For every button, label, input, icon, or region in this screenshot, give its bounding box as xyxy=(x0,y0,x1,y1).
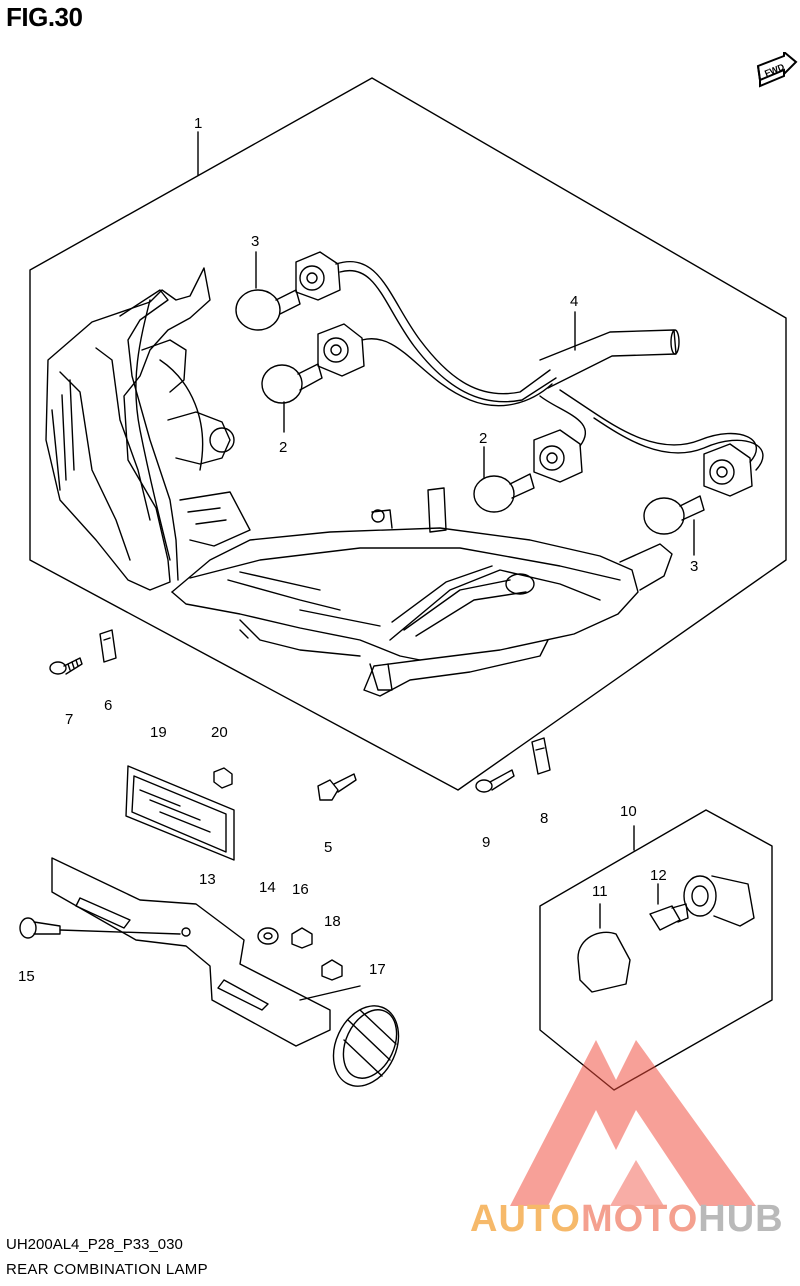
callout-7: 7 xyxy=(65,711,73,728)
callout-18: 18 xyxy=(324,913,341,930)
nut-16 xyxy=(291,927,313,949)
bolt-15 xyxy=(19,917,181,939)
bulb-3-right xyxy=(643,495,705,535)
bulb-socket-right-1 xyxy=(533,429,583,483)
callout-8: 8 xyxy=(540,810,548,827)
callout-16: 16 xyxy=(292,881,309,898)
callout-14: 14 xyxy=(259,879,276,896)
clip-6 xyxy=(99,629,117,663)
figure-title: FIG.30 xyxy=(6,2,83,32)
reflector-17 xyxy=(332,1005,400,1087)
callout-1: 1 xyxy=(194,115,202,132)
callout-2-right: 2 xyxy=(479,430,487,447)
callout-15: 15 xyxy=(18,968,35,985)
callout-13: 13 xyxy=(199,871,216,888)
bracket-13 xyxy=(51,857,331,1047)
watermark-moto: MOTO xyxy=(580,1198,699,1240)
callout-9: 9 xyxy=(482,834,490,851)
rear-lamp-lens xyxy=(171,487,673,697)
bulb-2-top xyxy=(261,363,323,404)
bolt-5 xyxy=(317,773,357,801)
socket-assembly-10 xyxy=(539,809,773,1091)
callout-6: 6 xyxy=(104,697,112,714)
rear-lamp-housing xyxy=(45,267,235,591)
callout-4: 4 xyxy=(570,293,578,310)
washer-14 xyxy=(257,927,279,945)
callout-12: 12 xyxy=(650,867,667,884)
callout-3-right: 3 xyxy=(690,558,698,575)
forward-arrow-icon: FWD xyxy=(756,52,798,88)
callout-11: 11 xyxy=(592,883,608,900)
callout-3-top: 3 xyxy=(251,233,259,250)
bulb-socket-top-2 xyxy=(317,323,365,377)
reflector-19 xyxy=(125,765,235,861)
bulb-2-right xyxy=(473,473,535,513)
nut-18 xyxy=(321,959,343,981)
bulb-3-top xyxy=(235,289,301,331)
callout-2-top: 2 xyxy=(279,439,287,456)
callout-5: 5 xyxy=(324,839,332,856)
screw-9 xyxy=(475,769,515,793)
nut-20 xyxy=(213,767,233,789)
watermark-auto: AUTO xyxy=(470,1198,581,1240)
watermark-hub: HUB xyxy=(698,1198,784,1240)
diagram-name: REAR COMBINATION LAMP xyxy=(6,1261,208,1278)
callout-20: 20 xyxy=(211,724,228,741)
watermark-text: AUTOMOTOHUB xyxy=(470,1198,784,1241)
callout-10: 10 xyxy=(620,803,637,820)
callout-19: 19 xyxy=(150,724,167,741)
screw-7 xyxy=(49,657,83,675)
clip-8 xyxy=(531,737,551,775)
diagram-code: UH200AL4_P28_P33_030 xyxy=(6,1236,183,1253)
callout-17: 17 xyxy=(369,961,386,978)
bulb-socket-right-2 xyxy=(703,443,753,497)
bulb-socket-top-1 xyxy=(295,251,341,301)
assembly-boundary xyxy=(29,77,787,791)
watermark-logo-icon xyxy=(510,1040,756,1206)
wiring-harness xyxy=(335,261,764,471)
